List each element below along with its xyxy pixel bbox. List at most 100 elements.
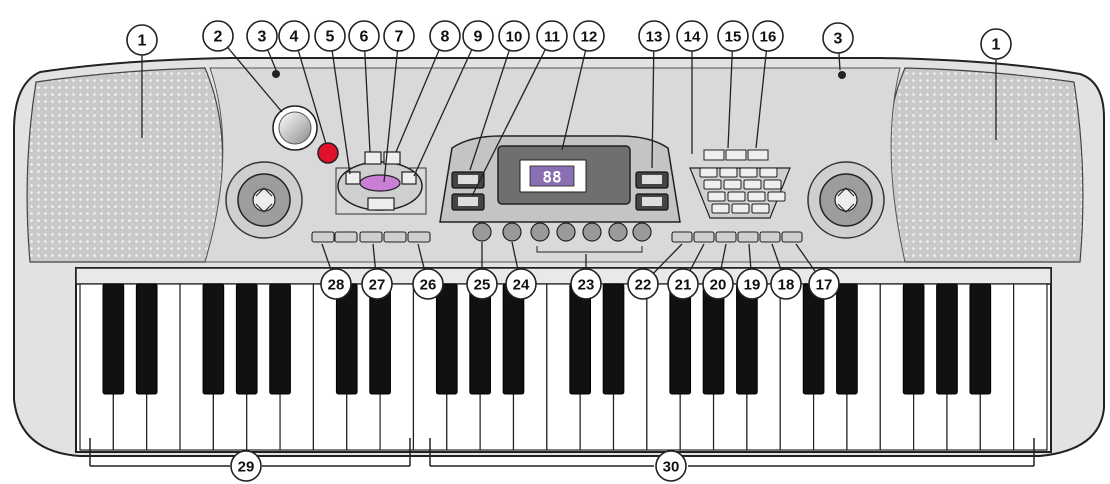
callout-number: 16 (760, 29, 777, 46)
callout-c25: 25 (467, 269, 497, 299)
black-key[interactable] (737, 284, 758, 394)
keypad-key[interactable] (764, 180, 781, 189)
callout-number: 7 (395, 29, 404, 46)
black-key[interactable] (670, 284, 691, 394)
callout-c24: 24 (506, 269, 536, 299)
callout-c10: 10 (499, 21, 529, 51)
black-key[interactable] (470, 284, 491, 394)
black-key[interactable] (803, 284, 824, 394)
callout-c1a: 1 (127, 25, 157, 55)
callout-c8: 8 (430, 21, 460, 51)
round-button[interactable] (531, 223, 549, 241)
callout-c17: 17 (809, 269, 839, 299)
function-button[interactable] (672, 232, 692, 242)
left-button-group[interactable] (312, 232, 430, 242)
black-key[interactable] (336, 284, 357, 394)
round-button[interactable] (633, 223, 651, 241)
keypad-key[interactable] (720, 168, 737, 177)
black-key[interactable] (903, 284, 924, 394)
callout-number: 24 (513, 277, 530, 294)
black-key[interactable] (136, 284, 157, 394)
black-key[interactable] (970, 284, 991, 394)
black-key[interactable] (703, 284, 724, 394)
function-button[interactable] (738, 232, 758, 242)
callout-number: 28 (328, 277, 345, 294)
round-button[interactable] (609, 223, 627, 241)
record-button[interactable] (318, 143, 338, 163)
keypad-key[interactable] (708, 192, 725, 201)
keypad-key[interactable] (700, 168, 717, 177)
volume-knob[interactable] (273, 106, 317, 150)
callout-c2: 2 (203, 21, 233, 51)
callout-number: 8 (441, 29, 450, 46)
callout-c28: 28 (321, 269, 351, 299)
black-key[interactable] (370, 284, 391, 394)
callout-c3a: 3 (247, 21, 277, 51)
keypad-key[interactable] (728, 192, 745, 201)
function-button[interactable] (408, 232, 430, 242)
round-button[interactable] (557, 223, 575, 241)
callout-number: 12 (581, 29, 598, 46)
black-key[interactable] (937, 284, 958, 394)
callout-number: 10 (506, 29, 523, 46)
keypad-key[interactable] (732, 204, 749, 213)
round-button[interactable] (583, 223, 601, 241)
function-button[interactable] (312, 232, 334, 242)
key-bed-top-strip (76, 268, 1051, 284)
callout-c20: 20 (703, 269, 733, 299)
callout-number: 11 (544, 29, 560, 46)
black-key[interactable] (203, 284, 224, 394)
black-key[interactable] (270, 284, 291, 394)
keypad-key[interactable] (712, 204, 729, 213)
callout-c1b: 1 (981, 29, 1011, 59)
callout-c7: 7 (384, 21, 414, 51)
callout-number: 3 (258, 29, 267, 46)
callout-number: 6 (360, 29, 369, 46)
callout-c26: 26 (413, 269, 443, 299)
callout-c19: 19 (737, 269, 767, 299)
keypad-key[interactable] (740, 168, 757, 177)
keypad-key[interactable] (752, 204, 769, 213)
left-round-port (226, 162, 302, 238)
keypad-key[interactable] (724, 180, 741, 189)
black-key[interactable] (103, 284, 124, 394)
keypad-key[interactable] (760, 168, 777, 177)
callout-c9: 9 (463, 21, 493, 51)
black-key[interactable] (436, 284, 457, 394)
callout-c23: 23 (571, 269, 601, 299)
callout-number: 9 (474, 29, 483, 46)
function-button[interactable] (782, 232, 802, 242)
keypad-key[interactable] (704, 180, 721, 189)
function-button[interactable] (716, 232, 736, 242)
black-key[interactable] (236, 284, 257, 394)
function-button[interactable] (384, 232, 406, 242)
callout-number: 18 (778, 277, 795, 294)
callout-c22: 22 (628, 269, 658, 299)
function-button[interactable] (694, 232, 714, 242)
function-button[interactable] (760, 232, 780, 242)
callout-number: 17 (816, 277, 833, 294)
mic-hole-left (272, 70, 280, 78)
callout-number: 15 (725, 29, 742, 46)
callout-number: 2 (214, 29, 223, 46)
white-keys[interactable] (80, 284, 1047, 450)
round-button[interactable] (503, 223, 521, 241)
round-button[interactable] (473, 223, 491, 241)
callout-c18: 18 (771, 269, 801, 299)
callout-c6: 6 (349, 21, 379, 51)
black-key[interactable] (570, 284, 591, 394)
callout-c30: 30 (656, 451, 686, 481)
function-button[interactable] (335, 232, 357, 242)
left-speaker-grille (27, 68, 222, 262)
callout-number: 1 (138, 33, 147, 50)
right-round-port (808, 162, 884, 238)
keypad-key[interactable] (748, 192, 765, 201)
black-key[interactable] (503, 284, 524, 394)
keypad-key[interactable] (768, 192, 785, 201)
white-key[interactable] (1014, 284, 1047, 450)
keypad-key[interactable] (744, 180, 761, 189)
black-key[interactable] (603, 284, 624, 394)
black-key[interactable] (837, 284, 858, 394)
function-button[interactable] (360, 232, 382, 242)
